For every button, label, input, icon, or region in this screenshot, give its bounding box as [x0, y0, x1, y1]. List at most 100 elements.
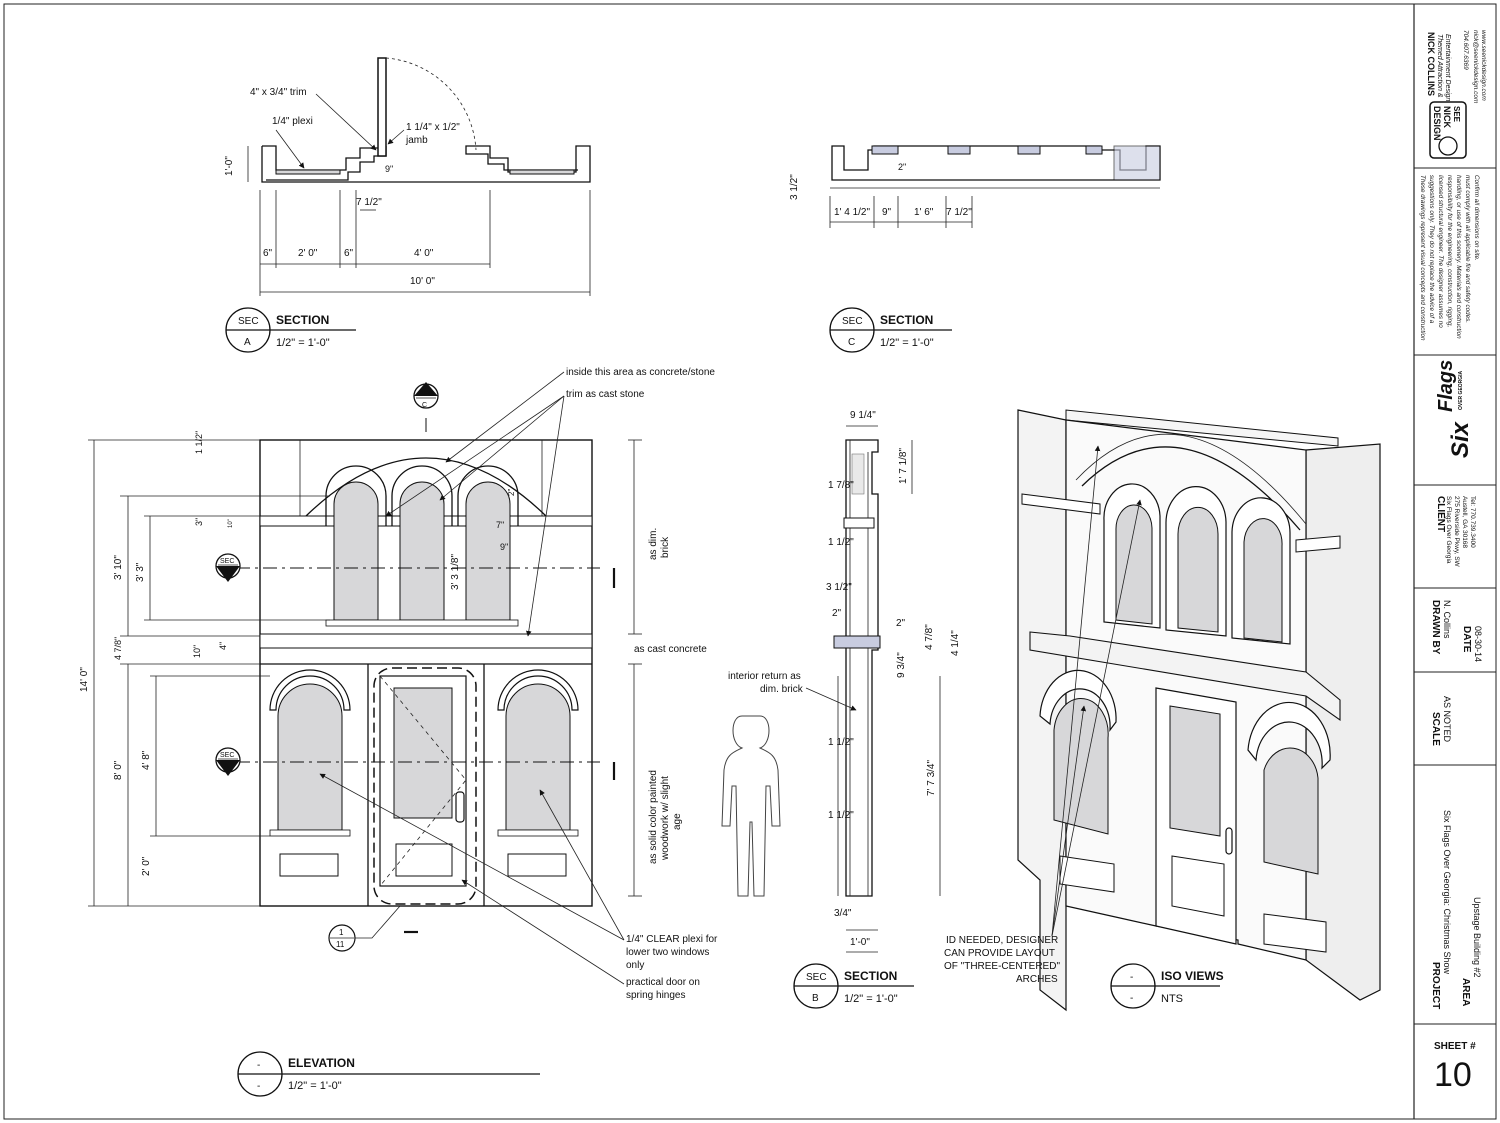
- elev-tag-top: -: [257, 1060, 260, 1071]
- elev-dim-3-3: 3' 3": [135, 562, 146, 582]
- note-cast-stone: trim as cast stone: [566, 389, 645, 400]
- sec-b-dim-4-1-4: 4 1/4": [950, 630, 961, 656]
- area-value: Upstage Building #2: [1472, 897, 1482, 978]
- note-brick-2: brick: [660, 536, 671, 558]
- designer-sub2: Entertainment Design: [1444, 34, 1451, 101]
- designer-phone: 704.607.6369: [1462, 30, 1469, 70]
- sec-a-tag-top: SEC: [238, 316, 259, 327]
- sec-c-tag-bottom: C: [848, 337, 855, 348]
- client-address-2: Austell, GA 30168: [1461, 496, 1468, 548]
- note-wood-2: woodwork w/ slight: [660, 776, 671, 861]
- iso-note-3: OF "THREE-CENTERED": [944, 961, 1060, 972]
- sec-c-dim-2: 2": [898, 162, 906, 172]
- elev-tag-bottom: -: [257, 1081, 260, 1092]
- svg-text:Six: Six: [1447, 420, 1474, 458]
- sec-a-note-plexi: 1/4" plexi: [272, 116, 313, 127]
- elev-scale: 1/2" = 1'-0": [288, 1080, 342, 1092]
- sec-b-dim-1-0: 1'-0": [850, 937, 870, 948]
- elev-sec-a-bottom: A: [224, 763, 229, 770]
- elev-dim-3-3-1-8: 3' 3 1/8": [450, 554, 461, 590]
- disclaimer-line: handling, or use of this scenery. Materi…: [1455, 175, 1462, 339]
- note-wood-1: as solid color painted: [648, 770, 659, 864]
- elev-dim-7: 7": [496, 520, 504, 530]
- scale-value: AS NOTED: [1442, 696, 1452, 743]
- disclaimer-line: Confirm all dimensions on site.: [1473, 175, 1480, 261]
- sec-b-dim-1-1-2c: 1 1/2": [828, 810, 854, 821]
- elev-dim-4-8: 4' 8": [141, 750, 152, 770]
- elev-title: ELEVATION: [288, 1056, 355, 1070]
- note-plexi-3: only: [626, 960, 644, 971]
- sec-a-dim-7-1-2: 7 1/2": [356, 197, 382, 208]
- sec-a-dim-9: 9": [385, 164, 393, 174]
- sec-a-dim-2-0: 2' 0": [298, 248, 318, 259]
- sec-a-tag-bottom: A: [244, 337, 251, 348]
- sec-a-title: SECTION: [276, 313, 329, 327]
- sec-a-dim-6a: 6": [263, 248, 273, 259]
- section-b: 9 1/4" 1' 7 1/8" 1 7/8" 1 1/2" 3 1/2" 2"…: [728, 410, 961, 1009]
- elev-dim-1-1-2: 1 1/2": [194, 431, 204, 454]
- note-door-2: spring hinges: [626, 990, 685, 1001]
- designer-logo: SEE NICK DESIGN: [1429, 101, 1467, 159]
- iso-tag-top: -: [1130, 972, 1133, 983]
- note-plexi-1: 1/4" CLEAR plexi for: [626, 934, 718, 945]
- sec-c-tag-top: SEC: [842, 316, 863, 327]
- elev-dim-4-7-8: 4 7/8": [113, 637, 123, 660]
- sec-a-dim-10-0: 10' 0": [410, 276, 435, 287]
- sec-b-dim-3-1-2: 3 1/2": [826, 582, 852, 593]
- disclaimer-line: licensed structural engineer. The design…: [1437, 175, 1444, 328]
- iso-scale: NTS: [1161, 993, 1183, 1005]
- sec-b-dim-4-7-8: 4 7/8": [924, 624, 935, 650]
- sheet-label: SHEET #: [1434, 1041, 1476, 1052]
- client-name: Six Flags Over Georgia: [1445, 496, 1452, 564]
- project-label: PROJECT: [1430, 962, 1441, 1009]
- client-label: CLIENT: [1435, 496, 1446, 532]
- sec-c-dim-9: 9": [882, 207, 892, 218]
- elev-dim-3: 3": [194, 518, 204, 526]
- elev-dim-9: 9": [500, 542, 508, 552]
- svg-text:DESIGN: DESIGN: [1432, 106, 1442, 141]
- elev-sec-b-top: SEC: [220, 558, 234, 565]
- sheet-border: [3, 3, 1497, 1120]
- sec-b-dim-2a: 2": [832, 608, 842, 619]
- elev-sec-c-top: SEC: [419, 391, 433, 398]
- sec-b-tag-bottom: B: [812, 993, 819, 1004]
- svg-text:NICK: NICK: [1442, 106, 1452, 128]
- section-c: 3 1/2" 2" 1' 4 1/2" 9" 1' 6" 7 1/2" SEC …: [789, 145, 1161, 353]
- sec-a-note-jamb-2: jamb: [405, 135, 428, 146]
- sec-a-dim-height: 1'-0": [224, 156, 235, 176]
- scale-label: SCALE: [1430, 712, 1441, 746]
- elev-dim-8-0: 8' 0": [113, 760, 124, 780]
- sec-c-title: SECTION: [880, 313, 933, 327]
- drawn-by-value: N. Collins: [1442, 600, 1452, 639]
- sec-c-dim-7-1-2: 7 1/2": [946, 207, 972, 218]
- detail-callout-top: 1: [339, 928, 344, 937]
- client-phone: Tel: 770.739.3400: [1469, 496, 1476, 548]
- elev-dim-2: 2": [507, 489, 516, 496]
- sec-b-title: SECTION: [844, 969, 897, 983]
- sec-b-dim-1-7-1-8: 1' 7 1/8": [898, 448, 909, 484]
- disclaimer-line: responsibility for the engineering, cons…: [1446, 175, 1453, 328]
- client-address-1: 275 Riverside Pkwy, SW: [1453, 496, 1460, 568]
- disclaimer-line: must comply with all applicable fire and…: [1464, 175, 1471, 323]
- note-concrete-stone: inside this area as concrete/stone: [566, 367, 715, 378]
- designer-web: www.seenickdesign.com: [1480, 30, 1487, 101]
- sec-c-dim-1-6: 1' 6": [914, 207, 934, 218]
- note-door-1: practical door on: [626, 977, 700, 988]
- note-plexi-2: lower two windows: [626, 947, 709, 958]
- elev-sec-a-top: SEC: [220, 752, 234, 759]
- note-brick-1: as dim.: [648, 528, 659, 560]
- human-scale-figure: [721, 715, 781, 897]
- section-a: 4" x 3/4" trim 1/4" plexi 1 1/4" x 1/2" …: [224, 57, 591, 353]
- sec-a-scale: 1/2" = 1'-0": [276, 337, 330, 349]
- disclaimer-line: These drawings represent visual concepts…: [1419, 175, 1426, 341]
- title-block: NICK COLLINS Themed Attraction & Enterta…: [1414, 30, 1496, 1094]
- sec-b-dim-1-7-8: 1 7/8": [828, 480, 854, 491]
- sec-b-dim-7-7-3-4: 7' 7 3/4": [926, 760, 937, 796]
- date-label: DATE: [1461, 626, 1472, 653]
- sec-a-dim-6b: 6": [344, 248, 354, 259]
- sec-b-dim-9-3-4: 9 3/4": [896, 652, 907, 678]
- sec-b-dim-3-4: 3/4": [834, 908, 852, 919]
- elev-dim-10b: 10": [192, 645, 202, 658]
- iso-title: ISO VIEWS: [1161, 969, 1224, 983]
